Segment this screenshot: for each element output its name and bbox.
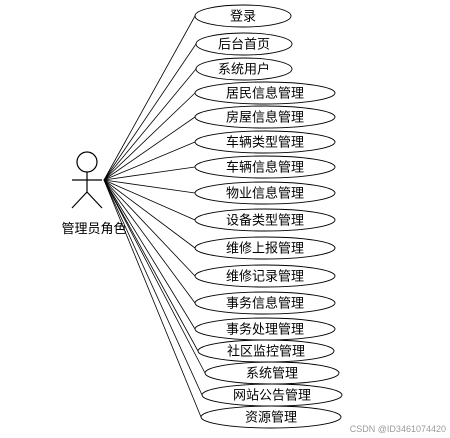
use-case: 登录: [194, 4, 292, 28]
use-case-label: 系统用户: [218, 62, 270, 78]
association-line: [103, 141, 196, 181]
use-case-label: 事务处理管理: [226, 322, 304, 338]
use-case-ellipse: [194, 208, 336, 232]
use-case: 事务处理管理: [194, 317, 336, 341]
association-line: [103, 179, 196, 249]
use-case: 维修上报管理: [194, 236, 336, 260]
use-case-label: 车辆信息管理: [226, 160, 304, 176]
use-case: 社区监控管理: [197, 339, 335, 363]
use-case-label: 车辆类型管理: [226, 135, 304, 151]
use-case-label: 登录: [230, 10, 256, 25]
association-line: [103, 179, 196, 277]
use-case-ellipse: [194, 236, 336, 260]
use-case: 网站公告管理: [201, 383, 343, 407]
association-line: [103, 179, 202, 418]
use-case-ellipse: [194, 291, 336, 315]
actor-stick-figure: [71, 151, 103, 209]
use-case-ellipses: 登录后台首页系统用户居民信息管理房屋信息管理车辆类型管理车辆信息管理物业信息管理…: [194, 4, 343, 429]
use-case-ellipse: [194, 155, 336, 179]
actor-right-leg: [86, 191, 103, 209]
actor-head: [76, 151, 98, 173]
use-case-ellipse: [194, 130, 336, 154]
use-case: 系统管理: [204, 361, 340, 385]
use-case: 系统用户: [195, 57, 293, 81]
use-case: 物业信息管理: [194, 181, 336, 205]
use-case-ellipse: [194, 81, 336, 105]
use-case-label: 社区监控管理: [227, 344, 305, 360]
association-line: [103, 179, 196, 221]
use-case-ellipse: [194, 105, 336, 129]
use-case: 房屋信息管理: [194, 105, 336, 129]
association-line: [103, 43, 197, 181]
use-case-ellipse: [194, 4, 292, 28]
association-line: [103, 179, 203, 396]
use-case-label: 居民信息管理: [226, 86, 304, 102]
watermark: CSDN @ID3461074420: [350, 424, 446, 434]
association-line: [103, 179, 199, 352]
use-case-ellipse: [195, 32, 293, 56]
association-line: [103, 92, 196, 181]
use-case-label: 系统管理: [246, 367, 298, 382]
use-case: 后台首页: [195, 32, 293, 56]
association-line: [103, 179, 206, 374]
use-case: 车辆信息管理: [194, 155, 336, 179]
use-case: 车辆类型管理: [194, 130, 336, 154]
use-case-ellipse: [200, 405, 342, 429]
actor-left-leg: [71, 191, 88, 209]
use-case: 维修记录管理: [194, 264, 336, 288]
association-line: [103, 179, 196, 330]
use-case: 资源管理: [200, 405, 342, 429]
use-case-label: 事务信息管理: [226, 296, 304, 312]
actor-label: 管理员角色: [61, 221, 126, 237]
use-case-label: 维修上报管理: [226, 242, 304, 257]
use-case-ellipse: [194, 181, 336, 205]
use-case-label: 设备类型管理: [226, 213, 304, 229]
association-lines: [103, 15, 206, 418]
association-line: [103, 116, 196, 181]
use-case-label: 维修记录管理: [226, 270, 304, 285]
use-case: 设备类型管理: [194, 208, 336, 232]
association-line: [103, 68, 197, 181]
use-case-ellipse: [195, 57, 293, 81]
use-case-label: 网站公告管理: [233, 389, 311, 404]
association-line: [103, 179, 196, 194]
use-case-label: 资源管理: [245, 411, 297, 426]
use-case-ellipse: [194, 264, 336, 288]
association-line: [103, 15, 196, 181]
use-case-label: 房屋信息管理: [226, 110, 304, 126]
use-case: 居民信息管理: [194, 81, 336, 105]
association-line: [103, 166, 196, 181]
use-case-label: 后台首页: [218, 38, 270, 53]
association-line: [103, 179, 196, 304]
use-case-label: 物业信息管理: [226, 186, 304, 202]
use-case: 事务信息管理: [194, 291, 336, 315]
